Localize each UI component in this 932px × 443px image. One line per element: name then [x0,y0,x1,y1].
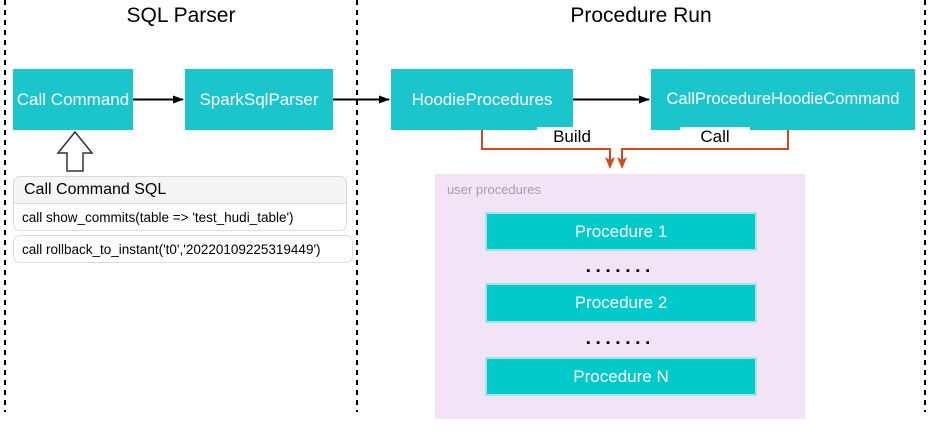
user-procedures-container: user procedures Procedure 1 ▪▪▪▪▪▪▪ Proc… [435,174,805,419]
sql-panel-title: Call Command SQL [13,176,347,204]
procedures-ellipsis: ▪▪▪▪▪▪▪ [586,265,656,277]
node-hoodie-procedures: HoodieProcedures [391,69,573,130]
node-call-command: Call Command [13,69,133,130]
user-procedures-label: user procedures [447,182,541,197]
call-command-sql-panel: Call Command SQL call show_commits(table… [13,176,353,263]
node-procedure-1: Procedure 1 [485,212,757,251]
region-title-sql-parser: SQL Parser [126,4,236,27]
sql-example-row: call show_commits(table => 'test_hudi_ta… [13,203,347,231]
node-procedure-2: Procedure 2 [485,283,757,323]
edge-label-build: Build [537,127,607,147]
region-title-procedure-run: Procedure Run [570,4,712,27]
node-spark-sql-parser: SparkSqlParser [185,69,333,130]
procedures-ellipsis: ▪▪▪▪▪▪▪ [586,337,656,349]
node-procedure-n: Procedure N [485,357,757,396]
sql-example-row: call rollback_to_instant('t0','202201092… [13,235,353,263]
edge-label-call: Call [680,127,750,147]
hollow-up-arrow-icon [56,130,94,172]
node-call-procedure-hoodie-command: CallProcedureHoodieCommand [651,69,915,130]
